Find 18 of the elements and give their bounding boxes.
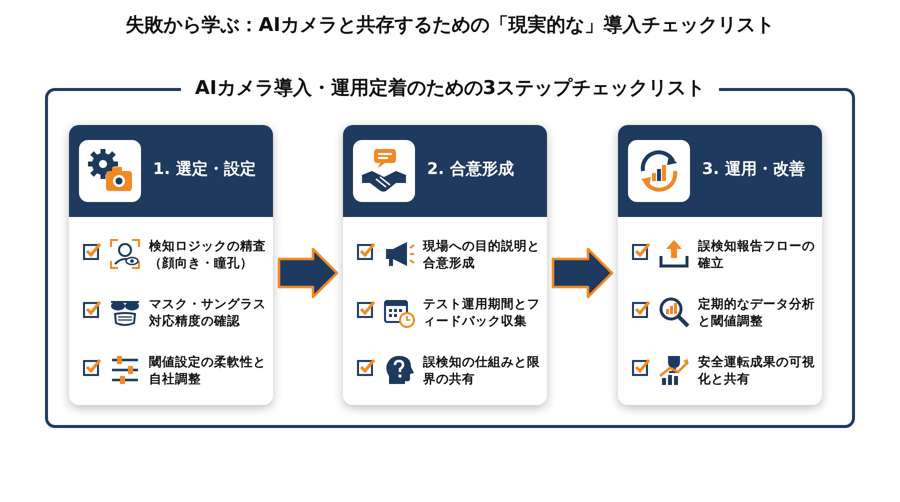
step-heading: 3. 運用・改善 xyxy=(702,159,805,180)
step-card xyxy=(618,125,822,405)
step-heading: 2. 合意形成 xyxy=(427,159,514,180)
checklist-item-text: テスト運用期間とフィードバック収集 xyxy=(423,295,541,329)
checklist-item-text: 検知ロジックの精査（顔向き・瞳孔） xyxy=(149,237,267,271)
step-heading: 1. 選定・設定 xyxy=(153,159,256,180)
block-arrow xyxy=(278,248,338,298)
checklist-item-text: 定期的なデータ分析と閾値調整 xyxy=(698,295,816,329)
checklist-item-text: 誤検知の仕組みと限界の共有 xyxy=(423,353,541,387)
checklist-item-text: 安全運転成果の可視化と共有 xyxy=(698,353,816,387)
checklist-item-text: マスク・サングラス対応精度の確認 xyxy=(149,295,267,329)
checklist-item-text: 誤検知報告フローの確立 xyxy=(698,237,816,271)
page-title: 失敗から学ぶ：AIカメラと共存するための「現実的な」導入チェックリスト xyxy=(124,13,776,38)
checklist-item-text: 現場への目的説明と合意形成 xyxy=(423,237,541,271)
checklist-item-text: 閾値設定の柔軟性と自社調整 xyxy=(149,353,267,387)
step-card xyxy=(69,125,273,405)
block-arrow xyxy=(552,248,614,298)
step-card xyxy=(343,125,547,405)
